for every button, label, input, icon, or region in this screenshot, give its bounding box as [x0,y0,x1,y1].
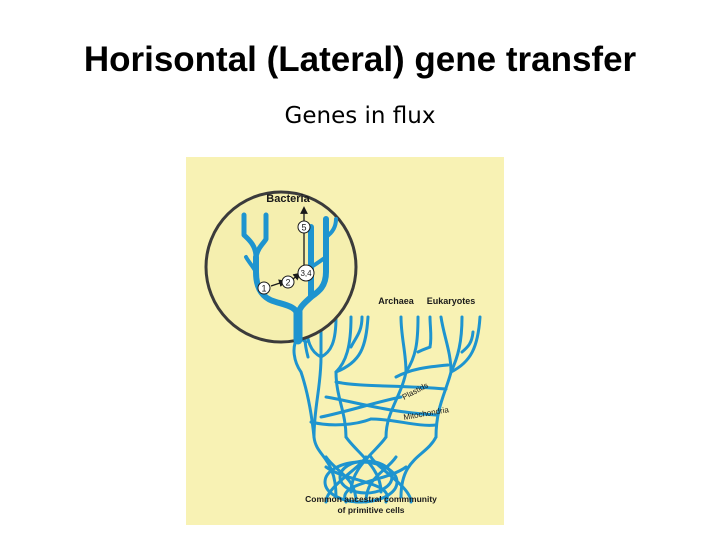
marker-5: 5 [297,220,311,234]
svg-text:2: 2 [285,278,290,288]
svg-text:5: 5 [301,223,306,233]
tree-of-life-branches [292,315,482,504]
bacteria-inset: 1 2 3,4 5 Bacteria [204,190,358,345]
label-root-line1: Common ancestral commmunity [305,494,437,504]
marker-1: 1 [257,281,271,295]
slide-title: Horisontal (Lateral) gene transfer [83,40,637,79]
label-root-line2: of primitive cells [337,505,404,515]
label-eukaryotes: Eukaryotes [427,296,476,306]
label-bacteria: Bacteria [266,193,310,205]
marker-2: 2 [281,275,295,289]
slide-subtitle: Genes in flux [284,103,436,129]
tree-diagram: 1 2 3,4 5 Bacteria Archaea Eukaryotes Pl… [186,157,504,525]
marker-3-4: 3,4 [297,264,315,282]
svg-text:3,4: 3,4 [300,269,312,278]
label-archaea: Archaea [378,296,415,306]
svg-text:1: 1 [261,284,266,294]
gene-transfer-figure: 1 2 3,4 5 Bacteria Archaea Eukaryotes Pl… [186,157,504,525]
